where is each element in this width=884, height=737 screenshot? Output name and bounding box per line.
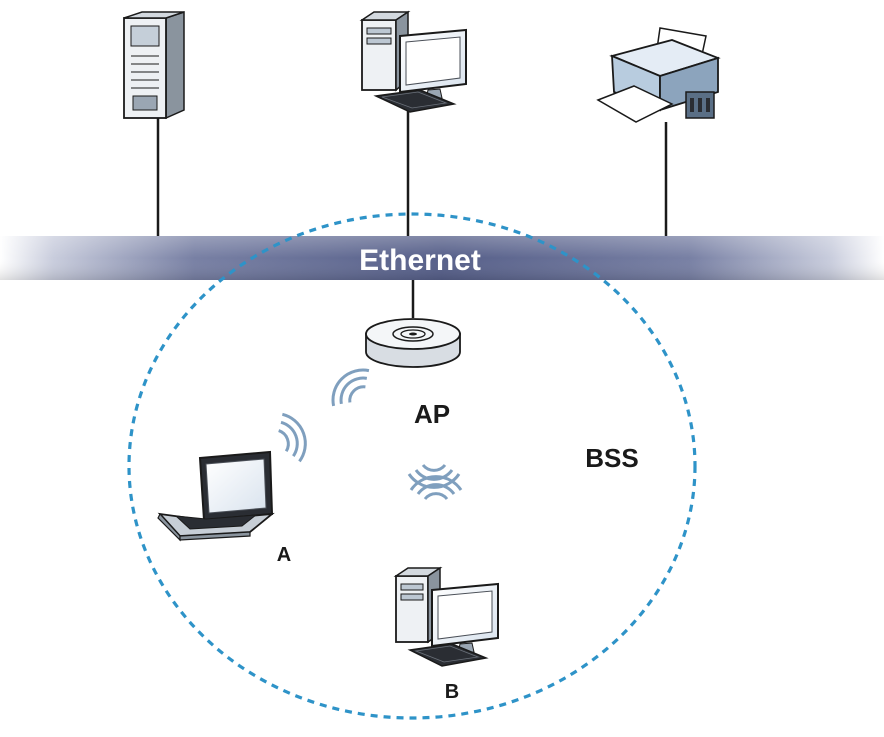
- desktop-computer-icon: [359, 10, 467, 113]
- bss-boundary-circle: [127, 212, 697, 720]
- desktop-computer-icon: [393, 566, 499, 667]
- server-tower-icon: [123, 10, 185, 120]
- access-point-label: AP: [414, 399, 450, 429]
- wifi-signal-icon: [407, 463, 463, 501]
- ethernet-drop-lines: [156, 110, 668, 318]
- ethernet-backbone: [0, 236, 884, 280]
- printer-icon: [596, 27, 721, 123]
- wireless-access-point-icon: [365, 318, 461, 368]
- station-a-label: A: [277, 544, 291, 566]
- ethernet-label: Ethernet: [359, 244, 481, 277]
- bss-label: BSS: [585, 443, 638, 473]
- station-b-label: B: [445, 681, 459, 703]
- laptop-icon: [157, 450, 275, 542]
- wifi-signal-icon: [272, 359, 377, 466]
